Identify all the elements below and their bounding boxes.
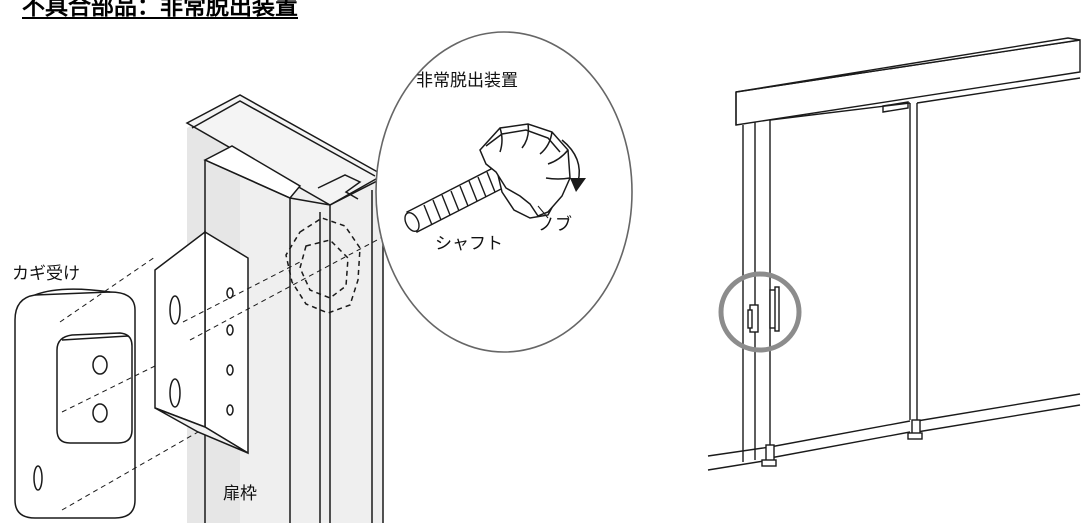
device-label: 非常脱出装置	[416, 71, 518, 91]
hidden-knob-outline	[285, 217, 361, 314]
shaft	[404, 165, 508, 233]
knob-leader	[537, 205, 549, 219]
highlight-ring	[718, 271, 802, 353]
catch-block	[14, 288, 136, 519]
knob	[479, 123, 571, 219]
knob-label: ノブ	[538, 214, 572, 235]
sliding-door-illustration	[707, 37, 1081, 471]
shaft-label: シャフト	[435, 234, 503, 254]
frame-label: 扉枠	[223, 484, 257, 504]
l-bracket	[154, 230, 249, 455]
catch-label: カギ受け	[12, 264, 80, 284]
rotation-arrow-icon	[561, 139, 586, 192]
page-title: 不具合部品：非常脱出装置	[22, 0, 298, 20]
